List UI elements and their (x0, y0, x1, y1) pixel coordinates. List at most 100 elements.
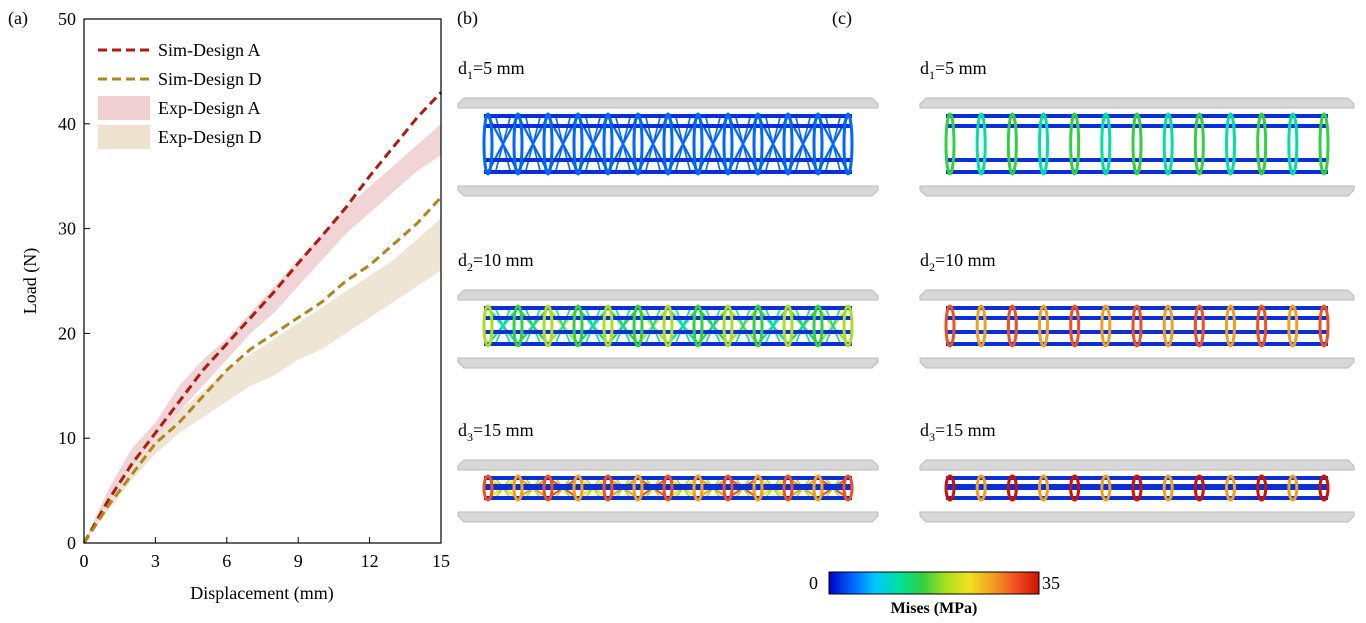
sim-label-b-1: d1=5 mm (458, 58, 525, 82)
x-tick-label: 12 (361, 551, 379, 571)
colorbar-gradient (828, 571, 1040, 595)
lattice-ring (572, 474, 584, 502)
lattice-ring (632, 304, 644, 348)
lattice-ring (722, 474, 734, 502)
lattice-ring (975, 474, 987, 502)
panel-label-b: (b) (457, 8, 478, 29)
lattice-ring (812, 304, 824, 348)
bottom-plate (457, 511, 879, 523)
lattice-strut (764, 307, 782, 345)
lattice-strut (644, 307, 662, 345)
lattice-ring (1131, 112, 1143, 176)
lattice-ring (1318, 304, 1330, 348)
lattice-ring (692, 474, 704, 502)
lattice-ring (1256, 304, 1268, 348)
lattice-ring (1038, 112, 1049, 176)
lattice-strut (554, 307, 572, 345)
y-tick-label: 10 (58, 428, 76, 448)
lattice-ring (944, 304, 956, 348)
lattice-ring (542, 474, 554, 502)
lattice-ring (512, 304, 524, 348)
lattice-ring (812, 112, 824, 176)
lattice-ring (662, 304, 674, 348)
lattice-ring (842, 304, 854, 348)
sim-label-c-1: d1=5 mm (920, 58, 987, 82)
y-axis-label: Load (N) (20, 248, 41, 314)
lattice-strut (584, 307, 602, 345)
lattice-ring (482, 474, 494, 502)
lattice-ring (1100, 304, 1112, 348)
lattice-ring (662, 112, 674, 176)
lattice-ring (842, 474, 854, 502)
lattice-ring (1287, 474, 1299, 502)
y-tick-label: 30 (58, 219, 76, 239)
x-tick-label: 9 (294, 551, 303, 571)
lattice-strut (704, 307, 722, 345)
y-tick-label: 0 (67, 533, 76, 553)
lattice-ring (722, 112, 734, 176)
top-plate (919, 289, 1355, 301)
lattice-ring (1193, 474, 1205, 502)
lattice-ring (1069, 474, 1081, 502)
lattice-ring (1100, 474, 1112, 502)
lattice-ring (1006, 474, 1018, 502)
lattice-strut (734, 307, 752, 345)
legend-label-0: Sim-Design A (158, 40, 261, 60)
y-tick-label: 50 (58, 9, 76, 29)
lattice-ring (482, 112, 494, 176)
lattice-ring (1069, 112, 1081, 176)
x-tick-label: 15 (432, 551, 450, 571)
bottom-plate (457, 185, 879, 197)
lattice-ring (1287, 112, 1299, 176)
legend-swatch-3 (98, 125, 150, 149)
top-plate (457, 97, 879, 109)
sim-label-c-3: d3=15 mm (920, 420, 996, 444)
lattice-ring (572, 112, 584, 176)
lattice-ring (944, 474, 956, 502)
series-band-2 (84, 123, 441, 544)
series-line-0 (82, 91, 443, 544)
lattice-ring (1100, 112, 1112, 176)
colorbar-title: Mises (MPa) (891, 600, 978, 617)
bottom-plate (457, 357, 879, 369)
lattice-ring (602, 474, 614, 502)
plot-frame (83, 18, 442, 544)
panel-label-a: (a) (8, 8, 28, 29)
panel-label-c: (c) (832, 8, 852, 29)
sim-label-b-3: d3=15 mm (458, 420, 534, 444)
lattice-ring (1006, 304, 1018, 348)
lattice-ring (975, 304, 987, 348)
lattice-ring (812, 474, 824, 502)
lattice-ring (1162, 112, 1174, 176)
colorbar: 0 35 Mises (MPa) (809, 571, 1060, 617)
lattice-ring (542, 112, 554, 176)
lattice-ring (782, 474, 794, 502)
lattice-ring (1225, 304, 1236, 348)
lattice-strut (614, 307, 632, 345)
lattice-ring (1318, 112, 1330, 176)
lattice-ring (944, 112, 956, 176)
sim-label-b-2: d2=10 mm (458, 250, 534, 274)
lattice-strut (794, 307, 812, 345)
lattice-ring (1287, 304, 1299, 348)
colorbar-min-label: 0 (809, 573, 818, 593)
top-plate (457, 459, 879, 471)
lattice-ring (842, 112, 854, 176)
lattice-ring (512, 112, 524, 176)
lattice-ring (1225, 112, 1236, 176)
lattice-ring (542, 304, 554, 348)
lattice-ring (1256, 474, 1268, 502)
lattice-strut (524, 307, 542, 345)
x-tick-label: 3 (151, 551, 160, 571)
legend-label-3: Exp-Design D (158, 127, 261, 147)
panel-b-simulations: d1=5 mm d2=10 mm d3=15 mm (457, 58, 879, 523)
lattice-ring (752, 112, 764, 176)
top-plate (919, 459, 1355, 471)
lattice-ring (1131, 304, 1143, 348)
lattice-ring (482, 304, 494, 348)
lattice-ring (752, 474, 764, 502)
lattice-ring (662, 474, 674, 502)
